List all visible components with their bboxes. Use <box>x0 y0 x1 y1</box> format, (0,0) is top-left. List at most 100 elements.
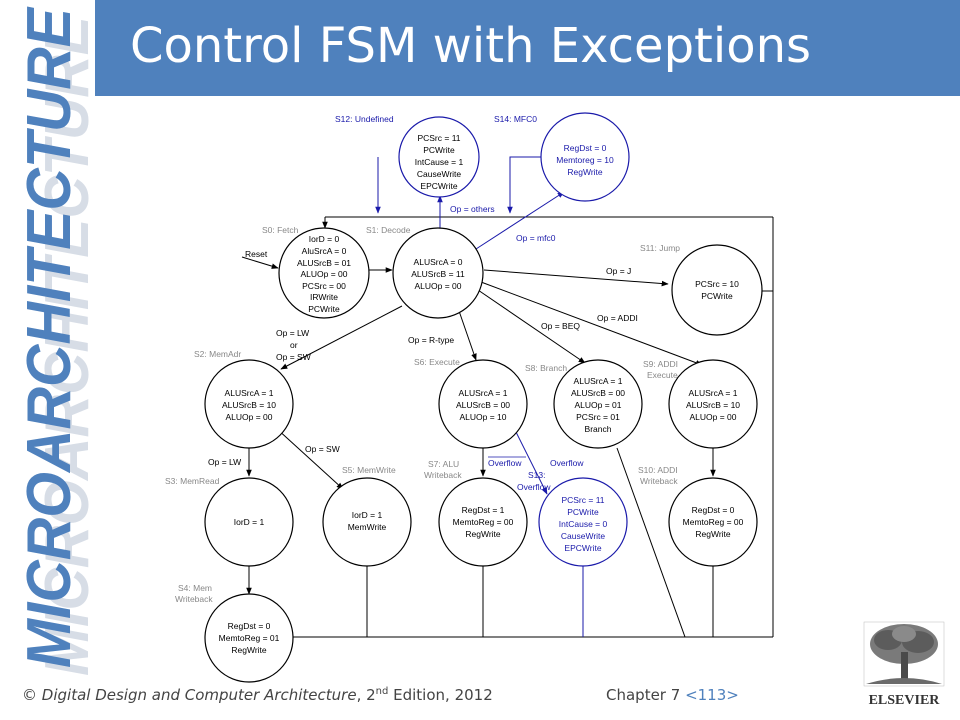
s9-line-2: ALUSrcB = 10 <box>686 400 740 410</box>
s12-name: S12: Undefined <box>335 114 394 124</box>
label-op-lw-or-sw-3: Op = SW <box>276 352 311 362</box>
state-s10 <box>668 477 758 567</box>
s5-line-2: MemWrite <box>348 522 387 532</box>
s8-line-5: Branch <box>585 424 612 434</box>
copyright-symbol: © <box>22 686 37 704</box>
s2-name: S2: MemAdr <box>194 349 241 359</box>
s0-line-1: IorD = 0 <box>309 234 340 244</box>
s6-line-3: ALUOp = 10 <box>459 412 506 422</box>
label-overflow-bar: Overflow <box>488 458 522 468</box>
s10-name-1: S10: ADDI <box>638 465 678 475</box>
s13-name-1: S13: <box>528 470 546 480</box>
side-banner: MICROARCHITECTURE MICROARCHITECTURE <box>15 6 95 676</box>
s11-name: S11: Jump <box>640 243 680 253</box>
s11-line-2: PCWrite <box>701 291 733 301</box>
s12-line-3: IntCause = 1 <box>415 157 464 167</box>
transition-labels: Reset Op = LW or Op = SW Op = R-type Op … <box>208 204 638 468</box>
s2-line-2: ALUSrcB = 10 <box>222 400 276 410</box>
s8-name: S8: Branch <box>525 363 567 373</box>
s1-line-1: ALUSrcA = 0 <box>414 257 463 267</box>
book-title: Digital Design and Computer Architecture <box>41 686 357 704</box>
s13-name-2: Overflow <box>517 482 551 492</box>
state-s8 <box>553 359 643 449</box>
transition-arrows <box>241 217 716 595</box>
state-s7 <box>438 477 528 567</box>
state-s9 <box>668 359 758 449</box>
state-s0 <box>278 227 370 319</box>
s5-line-1: IorD = 1 <box>352 510 383 520</box>
label-reset: Reset <box>245 249 268 259</box>
state-s3 <box>204 477 294 567</box>
label-op-others: Op = others <box>450 204 495 214</box>
side-banner-shadow: MICROARCHITECTURE <box>33 14 95 676</box>
exception-arrows <box>375 156 565 495</box>
s10-line-1: RegDst = 0 <box>692 505 735 515</box>
footer-citation: © Digital Design and Computer Architectu… <box>22 686 493 704</box>
state-s13 <box>538 477 628 567</box>
label-op-lw-or-sw-2: or <box>290 340 298 350</box>
s11-line-1: PCSrc = 10 <box>695 279 739 289</box>
label-op-sw: Op = SW <box>305 444 340 454</box>
state-s12 <box>398 116 480 198</box>
title-bar <box>95 0 960 96</box>
s0-line-5: PCSrc = 00 <box>302 281 346 291</box>
s4-line-1: RegDst = 0 <box>228 621 271 631</box>
s7-line-1: RegDst = 1 <box>462 505 505 515</box>
s13-line-5: EPCWrite <box>564 543 601 553</box>
s13-line-1: PCSrc = 11 <box>561 495 604 505</box>
edition-rest: Edition, 2012 <box>388 686 493 704</box>
s4-name-2: Writeback <box>175 594 213 604</box>
s5-name: S5: MemWrite <box>342 465 396 475</box>
s8-line-3: ALUOp = 01 <box>574 400 621 410</box>
s0-line-3: ALUSrcB = 01 <box>297 258 351 268</box>
s7-name-1: S7: ALU <box>428 459 459 469</box>
return-bus <box>278 216 774 638</box>
s1-line-2: ALUSrcB = 11 <box>411 269 465 279</box>
state-names: S0: Fetch S1: Decode S2: MemAdr S3: MemR… <box>165 114 680 604</box>
publisher-logo: ELSEVIER <box>863 621 945 708</box>
s3-name: S3: MemRead <box>165 476 220 486</box>
s13-line-2: PCWrite <box>567 507 599 517</box>
s7-name-2: Writeback <box>424 470 462 480</box>
s12-line-4: CauseWrite <box>417 169 462 179</box>
label-op-j: Op = J <box>606 266 631 276</box>
label-op-lw: Op = LW <box>208 457 241 467</box>
s8-line-1: ALUSrcA = 1 <box>574 376 623 386</box>
state-s6 <box>438 359 528 449</box>
footer-chapter: Chapter 7 <113> <box>606 686 739 704</box>
edition-suffix: nd <box>375 686 389 697</box>
state-s4 <box>204 593 294 683</box>
s12-line-5: EPCWrite <box>420 181 457 191</box>
chapter-label: Chapter 7 <box>606 686 686 704</box>
s14-line-3: RegWrite <box>567 167 603 177</box>
s0-line-7: PCWrite <box>308 304 340 314</box>
label-op-lw-or-sw-1: Op = LW <box>276 328 309 338</box>
edition-number: 2 <box>366 686 376 704</box>
s4-line-2: MemtoReg = 01 <box>219 633 280 643</box>
tree-icon <box>866 624 942 684</box>
state-s5 <box>322 477 412 567</box>
s9-name-1: S9: ADDI <box>643 359 678 369</box>
s12-line-2: PCWrite <box>423 145 455 155</box>
slide-title: Control FSM with Exceptions <box>130 18 811 74</box>
s8-line-4: PCSrc = 01 <box>576 412 620 422</box>
state-s11 <box>671 244 763 336</box>
page-number: <113> <box>685 686 739 704</box>
label-op-addi: Op = ADDI <box>597 313 638 323</box>
s10-line-3: RegWrite <box>695 529 731 539</box>
s9-name-2: Execute <box>647 370 678 380</box>
s13-line-4: CauseWrite <box>561 531 606 541</box>
label-op-mfc0: Op = mfc0 <box>516 233 556 243</box>
s6-name: S6: Execute <box>414 357 460 367</box>
s4-line-3: RegWrite <box>231 645 267 655</box>
s10-line-2: MemtoReg = 00 <box>683 517 744 527</box>
s14-line-1: RegDst = 0 <box>564 143 607 153</box>
side-banner-text: MICROARCHITECTURE <box>15 6 84 668</box>
state-s14 <box>540 112 630 202</box>
state-outputs: IorD = 0 AluSrcA = 0 ALUSrcB = 01 ALUOp … <box>219 133 744 655</box>
s8-line-2: ALUSrcB = 00 <box>571 388 625 398</box>
label-op-beq: Op = BEQ <box>541 321 580 331</box>
s7-line-3: RegWrite <box>465 529 501 539</box>
s12-line-1: PCSrc = 11 <box>417 133 460 143</box>
